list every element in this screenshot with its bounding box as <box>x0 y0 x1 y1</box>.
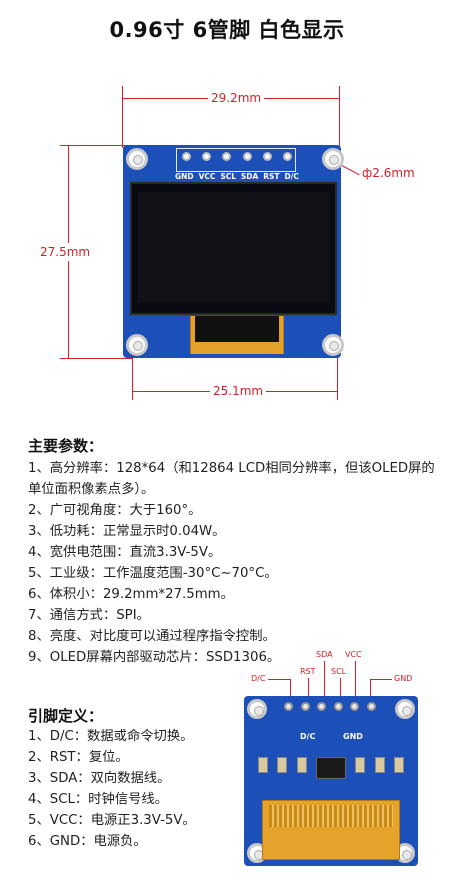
dim-hole-label: ф2.6mm <box>362 166 415 180</box>
pin-label-dc: D/C <box>284 172 299 181</box>
pin-def-2: 2、RST：复位。 <box>28 750 129 765</box>
pin-hole <box>282 152 292 161</box>
specs-heading: 主要参数： <box>28 437 104 455</box>
smd-components-row <box>258 757 404 781</box>
pin-label-sda: SDA <box>240 172 259 181</box>
dim-left-label: 27.5mm <box>40 243 91 261</box>
pin-def-1: 1、D/C：数据或命令切换。 <box>28 729 194 744</box>
front-pin-header <box>176 148 296 172</box>
spec-item-4: 4、宽供电范围：直流3.3V-5V。 <box>28 545 222 560</box>
tag-vcc: VCC <box>345 650 362 659</box>
dim-top-tick-right <box>339 86 340 148</box>
silk-dc: D/C <box>300 732 316 741</box>
pins-heading: 引脚定义： <box>28 707 104 725</box>
back-pin <box>366 702 376 711</box>
back-pin-header <box>284 702 376 711</box>
pin-label-vcc: VCC <box>198 172 216 181</box>
spec-item-6: 6、体积小：29.2mm*27.5mm。 <box>28 587 234 602</box>
pin-hole <box>262 152 272 161</box>
tag-scl: SCL <box>331 667 347 676</box>
smd-cap <box>374 757 385 773</box>
leader-scl <box>340 678 341 703</box>
tag-sda: SDA <box>316 650 333 659</box>
back-pin <box>333 702 343 711</box>
leader-gnd-v <box>370 679 371 703</box>
tag-dc: D/C <box>251 674 266 683</box>
tag-gnd: GND <box>394 674 413 683</box>
pin-label-scl: SCL <box>220 172 236 181</box>
smd-cap <box>277 757 288 773</box>
leader-sda <box>324 661 325 703</box>
dim-top-tick-left <box>122 86 123 148</box>
back-hole-tl <box>247 699 267 719</box>
leader-dc <box>268 679 290 680</box>
front-hole-bl <box>126 334 148 356</box>
front-pin-labels: GND VCC SCL SDA RST D/C <box>175 172 299 181</box>
smd-cap <box>393 757 404 773</box>
page-title: 0.96寸 6管脚 白色显示 <box>109 18 345 42</box>
tag-rst: RST <box>300 667 316 676</box>
dim-bottom-label: 25.1mm <box>210 384 267 398</box>
back-pin <box>317 702 327 711</box>
pin-label-gnd: GND <box>175 172 194 181</box>
oled-screen <box>130 182 337 315</box>
smd-cap <box>355 757 366 773</box>
screen-ribbon <box>190 316 284 354</box>
spec-item-1: 1、高分辨率：128*64（和12864 LCD相同分辨率，但该OLED屏的单位… <box>28 461 435 497</box>
dim-top-label: 29.2mm <box>208 91 265 105</box>
smd-cap <box>296 757 307 773</box>
spec-item-2: 2、广可视角度：大于160°。 <box>28 503 202 518</box>
dim-bottom-tick-right <box>337 340 338 400</box>
smd-cap <box>258 757 268 773</box>
front-hole-tl <box>126 148 148 170</box>
smd-ic <box>315 757 346 779</box>
leader-gnd <box>370 679 392 680</box>
pin-def-3: 3、SDA：双向数据线。 <box>28 771 171 786</box>
back-flex-cable <box>262 800 400 860</box>
pin-hole <box>202 152 212 161</box>
back-pin <box>300 702 310 711</box>
pin-hole <box>182 152 191 161</box>
leader-dc-v <box>290 679 291 703</box>
pin-def-4: 4、SCL：时钟信号线。 <box>28 792 168 807</box>
pin-def-5: 5、VCC：电源正3.3V-5V。 <box>28 813 196 828</box>
back-hole-tr <box>395 699 415 719</box>
front-hole-br <box>322 334 344 356</box>
back-pin <box>284 702 293 711</box>
spec-item-3: 3、低功耗：正常显示时0.04W。 <box>28 524 226 539</box>
spec-item-5: 5、工业级：工作温度范围-30°C~70°C。 <box>28 566 278 581</box>
dim-hole-leader <box>339 164 360 176</box>
spec-item-8: 8、亮度、对比度可以通过程序指令控制。 <box>28 629 276 644</box>
pin-label-rst: RST <box>263 172 280 181</box>
pin-def-6: 6、GND：电源负。 <box>28 834 147 849</box>
dim-bottom-tick-left <box>132 340 133 400</box>
back-pin <box>350 702 360 711</box>
silk-gnd: GND <box>343 732 363 741</box>
pin-hole <box>242 152 252 161</box>
dim-left-tick-bottom <box>60 358 132 359</box>
dim-left-tick-top <box>60 145 132 146</box>
leader-rst <box>308 678 309 703</box>
front-hole-tr <box>322 148 344 170</box>
spec-item-9: 9、OLED屏幕内部驱动芯片：SSD1306。 <box>28 650 281 665</box>
leader-vcc <box>355 661 356 703</box>
pin-hole <box>222 152 232 161</box>
spec-item-7: 7、通信方式：SPI。 <box>28 608 150 623</box>
